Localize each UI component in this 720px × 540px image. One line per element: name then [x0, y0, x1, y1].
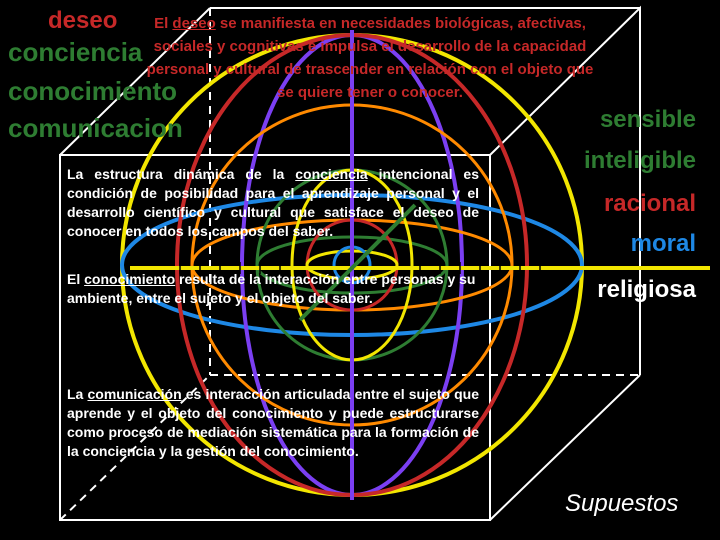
conocimiento-prefix: El: [67, 271, 85, 287]
cube-hidden-diagonal: [59, 374, 211, 521]
deseo-description: El deseo se manifiesta en necesidades bi…: [140, 12, 600, 104]
cube-outline: [59, 5, 641, 521]
axis-ticks: [179, 262, 541, 274]
caption-supuestos: Supuestos: [565, 490, 679, 517]
conciencia-body: intencional es condición de posibilidad …: [67, 166, 479, 239]
conocimiento-body: resulta de la interacción entre personas…: [67, 271, 476, 306]
right-word-religiosa: religiosa: [597, 276, 696, 303]
conciencia-paragraph: La estructura dinámica de la conciencia …: [67, 165, 479, 241]
left-word-deseo: deseo: [48, 7, 118, 34]
conocimiento-paragraph: El conocimiento resulta de la interacció…: [67, 270, 487, 308]
conciencia-keyword: conciencia: [295, 166, 368, 182]
right-word-racional: racional: [603, 190, 696, 217]
comunicacion-body: es interacción articulada entre el sujet…: [67, 386, 480, 459]
right-word-inteligible: inteligible: [583, 147, 696, 174]
deseo-prefix: El: [154, 15, 173, 32]
cube-front-face: [59, 154, 491, 521]
cube-bottom-right-edge: [489, 374, 641, 521]
conocimiento-keyword: conocimiento: [84, 271, 176, 287]
left-word-comunicacion: comunicacion: [8, 113, 183, 143]
right-word-sensible: sensible: [599, 106, 696, 133]
conciencia-prefix: La estructura dinámica de la: [67, 166, 296, 182]
comunicacion-paragraph: La comunicación es interacción articulad…: [67, 385, 479, 461]
deseo-keyword: deseo: [172, 15, 216, 32]
left-word-conocimiento: conocimiento: [8, 76, 178, 106]
depth-axis: [298, 203, 417, 322]
right-word-moral: moral: [630, 230, 696, 257]
left-word-conciencia: conciencia: [8, 37, 143, 67]
comunicacion-prefix: La: [67, 386, 88, 402]
comunicacion-keyword: comunicación: [87, 386, 182, 402]
cube-top-left-edge: [59, 7, 211, 156]
deseo-body: se manifiesta en necesidades biológicas,…: [146, 15, 594, 101]
